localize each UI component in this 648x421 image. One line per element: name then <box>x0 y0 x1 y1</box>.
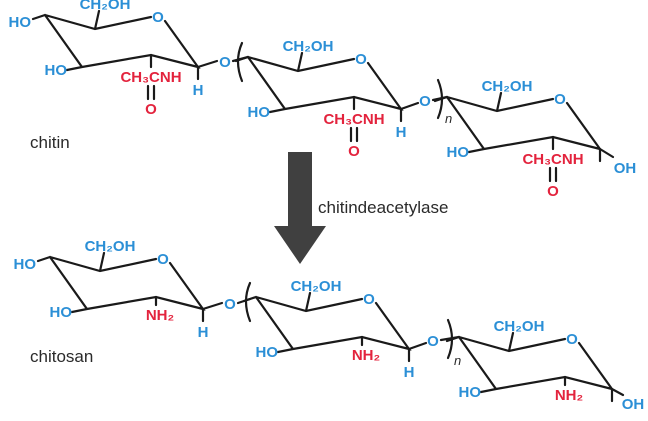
hydroxyl-label: HO <box>45 62 68 79</box>
glycosidic-oxygen-label: O <box>224 296 236 313</box>
chitin-ring-1: HO CH₂OH O HO CH₃CNH O H O <box>9 0 250 118</box>
amino-label: NH₂ <box>146 307 174 324</box>
chitosan-label: chitosan <box>30 347 93 366</box>
chitin-ring-2: CH₂OH O HO CH₃CNH O H O n <box>234 38 452 160</box>
glycosidic-oxygen-label: O <box>427 333 439 350</box>
anomeric-hydroxyl-label: OH <box>614 160 637 177</box>
repeat-unit-n: n <box>445 111 452 126</box>
hydroxymethyl-label: CH₂OH <box>291 278 342 295</box>
hydrogen-label: H <box>404 364 415 381</box>
hydroxymethyl-label: CH₂OH <box>85 238 136 255</box>
ring-oxygen-label: O <box>363 291 375 308</box>
carbonyl-oxygen-label: O <box>348 143 360 160</box>
ring-oxygen-label: O <box>152 9 164 26</box>
acetamido-label: CH₃CNH <box>323 111 384 128</box>
hydroxyl-label: HO <box>50 304 73 321</box>
ring-oxygen-label: O <box>554 91 566 108</box>
glycosidic-oxygen-label: O <box>419 93 431 110</box>
enzyme-label: chitindeacetylase <box>318 198 448 217</box>
glycosidic-oxygen-label: O <box>219 54 231 71</box>
hydroxyl-label: HO <box>14 256 37 273</box>
ring-oxygen-label: O <box>157 251 169 268</box>
chitin-ring-3: CH₂OH O HO CH₃CNH O OH <box>433 78 637 200</box>
chitosan-ring-1: HO CH₂OH O HO NH₂ H O <box>14 238 252 341</box>
hydrogen-label: H <box>193 82 204 99</box>
anomeric-hydroxyl-label: OH <box>622 396 645 413</box>
arrow-shaft <box>288 152 312 228</box>
open-parenthesis <box>236 41 244 83</box>
hydroxymethyl-label: CH₂OH <box>482 78 533 95</box>
amino-label: NH₂ <box>555 387 583 404</box>
hydrogen-label: H <box>396 124 407 141</box>
arrow-head <box>274 226 326 264</box>
chitosan-ring-3: CH₂OH O HO NH₂ OH <box>445 318 645 413</box>
open-parenthesis <box>244 281 252 323</box>
reaction-arrow <box>274 152 326 264</box>
hydroxyl-label: HO <box>248 104 271 121</box>
acetamido-label: CH₃CNH <box>120 69 181 86</box>
hydroxymethyl-label: CH₂OH <box>494 318 545 335</box>
hydroxymethyl-label: CH₂OH <box>80 0 131 13</box>
hydroxyl-label: HO <box>459 384 482 401</box>
hydroxymethyl-label: CH₂OH <box>283 38 334 55</box>
acetamido-label: CH₃CNH <box>522 151 583 168</box>
hydrogen-label: H <box>198 324 209 341</box>
carbonyl-oxygen-label: O <box>547 183 559 200</box>
chitosan-ring-2: CH₂OH O HO NH₂ H O n <box>242 278 461 381</box>
hydroxyl-label: HO <box>256 344 279 361</box>
hydroxyl-label: HO <box>9 14 32 31</box>
chitin-label: chitin <box>30 133 70 152</box>
carbonyl-oxygen-label: O <box>145 101 157 118</box>
ring-oxygen-label: O <box>355 51 367 68</box>
hydroxyl-label: HO <box>447 144 470 161</box>
repeat-unit-n: n <box>454 353 461 368</box>
amino-label: NH₂ <box>352 347 380 364</box>
ring-oxygen-label: O <box>566 331 578 348</box>
